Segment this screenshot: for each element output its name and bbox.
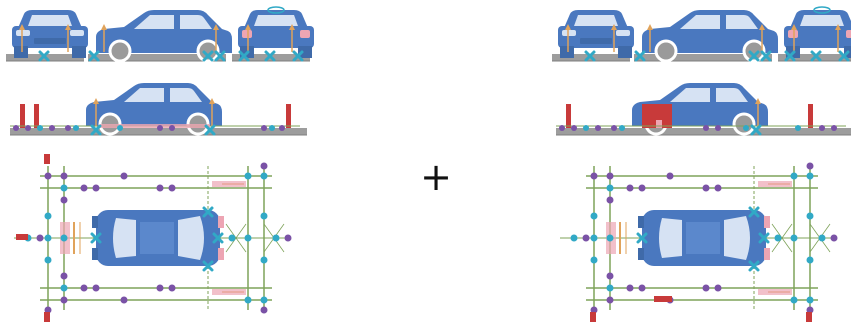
car-top-view-icon bbox=[638, 210, 770, 266]
left-top-view bbox=[13, 154, 293, 322]
left-rear-view bbox=[231, 6, 315, 62]
left-setup-panel bbox=[5, 6, 315, 322]
right-rear-view bbox=[777, 6, 851, 62]
right-side-block-view bbox=[555, 81, 851, 136]
right-side-view bbox=[633, 8, 780, 63]
right-setup-panel bbox=[551, 6, 851, 322]
car-front-icon bbox=[558, 10, 634, 58]
right-front-view bbox=[551, 10, 634, 62]
right-top-view bbox=[559, 161, 839, 322]
left-side-view bbox=[87, 8, 234, 63]
car-rear-icon bbox=[237, 6, 315, 59]
left-front-view bbox=[5, 10, 88, 62]
car-front-icon bbox=[12, 10, 88, 58]
car-top-view-icon bbox=[92, 210, 224, 266]
plus-operator: + bbox=[420, 155, 452, 199]
left-side-pillar-view bbox=[9, 81, 308, 136]
